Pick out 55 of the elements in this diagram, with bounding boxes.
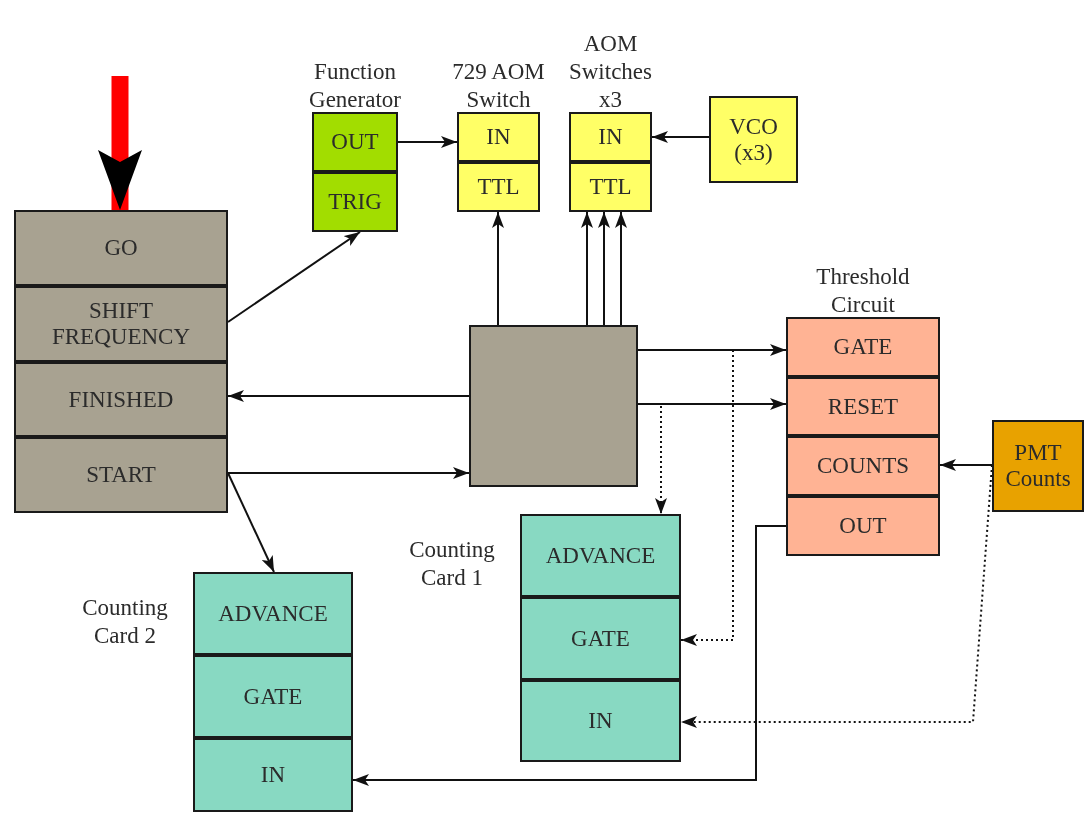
signal-label: IN [485,124,512,150]
signal-label: GATE [832,334,894,360]
signal-label: TRIG [327,189,383,215]
signal-label: OUT [838,513,888,539]
signal-label: FINISHED [67,386,175,413]
signal-row [520,597,681,680]
block-heading: AOM Switches x3 [567,30,654,114]
signal-label: TTL [588,174,633,200]
block-heading: 729 AOM Switch [451,58,546,114]
signal-label: IN [259,762,287,788]
signal-label: IN [597,124,624,150]
connector-arrow [651,131,710,143]
connector-arrow [227,390,470,402]
signal-label: TTL [476,174,521,200]
connector-arrow [939,459,993,471]
block-heading: Counting Card 1 [408,536,496,592]
connector-arrow [397,136,458,148]
signal-label: VCO (x3) [728,113,779,166]
signal-label: ADVANCE [217,600,329,627]
connector-arrow [637,344,787,356]
signal-label: OUT [330,129,380,155]
component-block [14,210,228,513]
signal-label: PMT Counts [1004,440,1072,492]
connector-arrow [637,403,667,515]
signal-label: COUNTS [816,453,910,479]
signal-label: RESET [826,393,900,420]
signal-row [193,655,353,738]
connector-arrow [492,211,504,326]
signal-row [786,377,940,436]
signal-label: ADVANCE [544,542,657,569]
connector-arrow [680,464,993,728]
connector-arrow [227,472,275,573]
block-heading: Counting Card 2 [81,594,169,650]
signal-label: GO [103,235,139,261]
signal-label: SHIFT FREQUENCY [51,298,191,350]
connector-arrow [352,525,787,786]
connector-arrow [227,231,361,323]
component-block [992,420,1084,512]
connector-arrow [581,211,593,326]
connector-arrow [637,398,787,410]
signal-row [786,436,940,496]
connector-arrow [227,467,470,479]
input-arrow [98,76,142,210]
signal-label: IN [587,708,614,734]
block-heading: Threshold Circuit [815,263,911,319]
signal-label: START [85,462,157,488]
signal-label: GATE [570,625,631,652]
component-block [709,96,798,183]
signal-row [14,362,228,437]
component-block [469,325,638,487]
signal-row [14,286,228,362]
signal-label: GATE [242,683,304,710]
connector-arrow [615,211,627,326]
block-heading: Function Generator [308,58,402,114]
connector-arrow [598,211,610,326]
